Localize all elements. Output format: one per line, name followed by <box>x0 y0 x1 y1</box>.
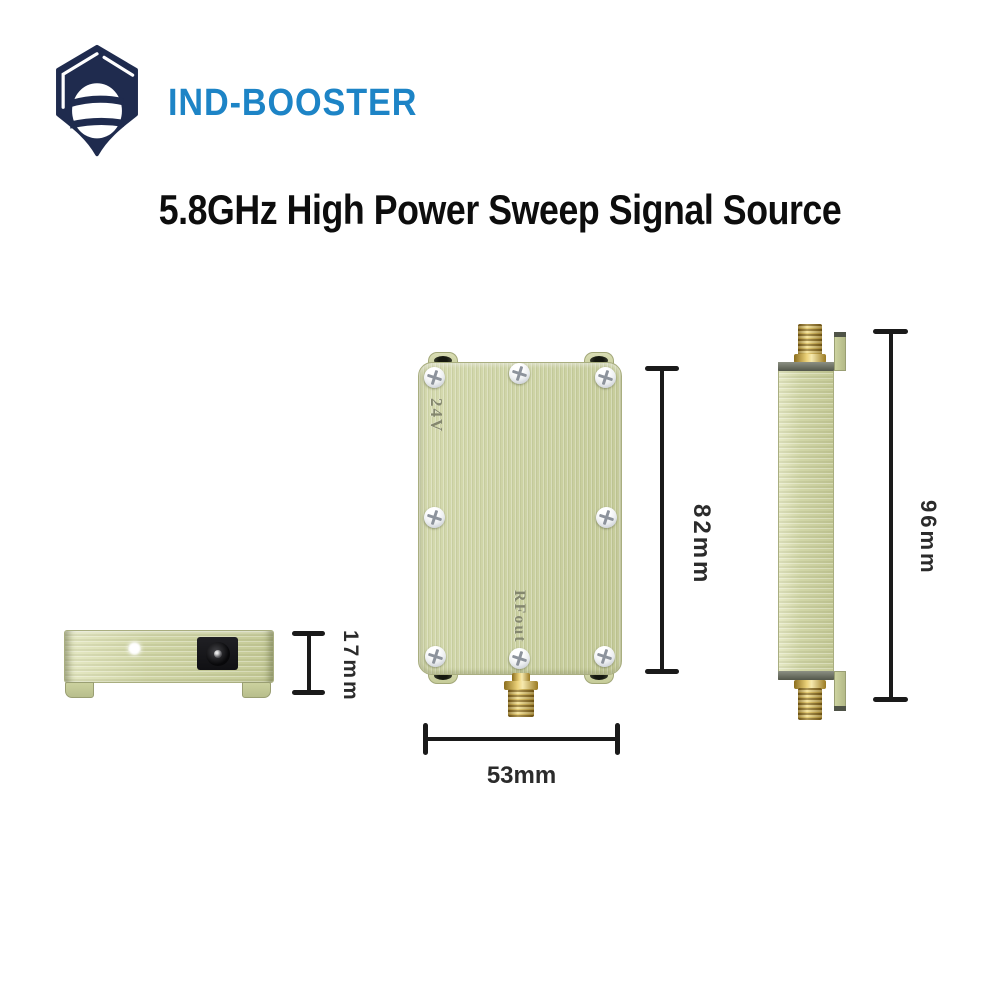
dimension-53mm <box>423 723 620 755</box>
sma-connector-nut <box>794 354 826 363</box>
dimension-label-82mm: 82mm <box>688 504 715 586</box>
brand-name: IND-BOOSTER <box>168 82 418 124</box>
sma-connector-thread <box>508 689 534 717</box>
mounting-hole <box>590 671 608 680</box>
mounting-foot <box>65 682 94 698</box>
brand-logo-icon <box>56 44 138 157</box>
dimension-cap <box>292 690 325 695</box>
dimension-17mm <box>292 631 325 695</box>
side-view <box>778 322 848 722</box>
front-view: 24V RFout <box>418 352 622 720</box>
sma-connector-nut <box>794 680 826 689</box>
led-indicator-icon <box>128 642 141 655</box>
mounting-flange <box>834 332 846 371</box>
end-view-chassis <box>64 630 274 683</box>
dimension-label-17mm: 17mm <box>339 630 362 703</box>
product-title: 5.8GHz High Power Sweep Signal Source <box>158 186 842 233</box>
mounting-hole <box>590 356 608 365</box>
dimension-cap <box>615 723 620 755</box>
mounting-flange <box>834 671 846 711</box>
flange-cap <box>834 706 846 711</box>
power-port-label: 24V <box>427 398 446 434</box>
dimension-line <box>306 633 311 693</box>
dimension-line <box>888 331 893 700</box>
sma-connector-icon <box>798 688 822 720</box>
dimension-line <box>425 737 618 741</box>
dc-jack-pin <box>213 649 222 658</box>
panel-edge <box>778 671 834 680</box>
dimension-label-96mm: 96mm <box>916 500 941 576</box>
dc-power-jack-icon <box>197 637 238 670</box>
sma-connector-icon <box>798 324 822 356</box>
mounting-hole <box>434 671 452 680</box>
sma-connector-icon <box>512 673 530 682</box>
mounting-hole <box>434 356 452 365</box>
front-panel <box>418 362 622 675</box>
rf-port-label: RFout <box>511 590 528 644</box>
dimension-96mm <box>873 329 908 702</box>
dimension-cap <box>645 669 679 674</box>
side-panel <box>778 362 834 680</box>
sma-connector-nut <box>504 681 538 690</box>
panel-edge <box>778 362 834 371</box>
dimension-line <box>660 368 664 672</box>
mounting-foot <box>242 682 271 698</box>
end-view <box>64 630 274 700</box>
dimension-82mm <box>645 366 679 674</box>
flange-cap <box>834 332 846 337</box>
dimension-cap <box>873 697 908 702</box>
dimension-label-53mm: 53mm <box>486 762 557 789</box>
